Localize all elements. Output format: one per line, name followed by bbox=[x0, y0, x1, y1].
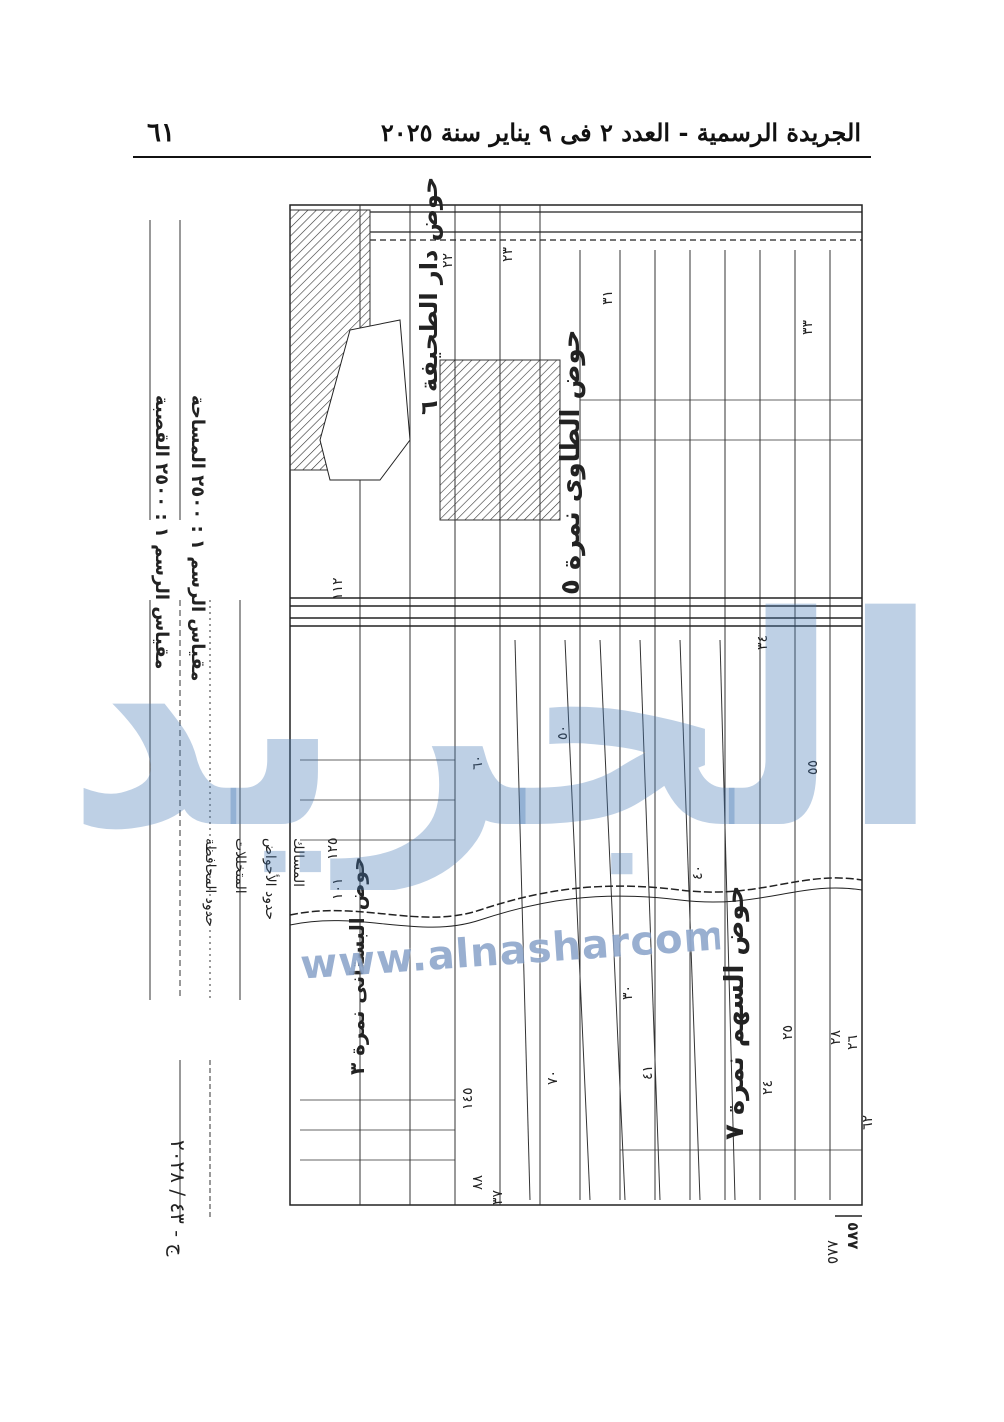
watermark-logo: الجريدة bbox=[70, 560, 940, 890]
hatched-block bbox=[439, 359, 561, 521]
code-885: ٨٨٥ bbox=[824, 1240, 842, 1265]
parcel-number: ٦٢ bbox=[860, 1114, 876, 1130]
parcel-number: ٢٦ bbox=[845, 1034, 861, 1050]
parcel-number: ٣١ bbox=[600, 289, 616, 305]
road-band bbox=[290, 597, 862, 627]
large-parcel bbox=[319, 319, 411, 481]
basin-label-7: حوض السهم نمرة ٧ bbox=[720, 885, 750, 1140]
subdivisions bbox=[300, 399, 862, 1161]
parcel-number: ١٤٥ bbox=[460, 1087, 476, 1110]
basin-label-6: حوض دار الطحيفة ٦ bbox=[415, 176, 443, 415]
parcel-number: ٢٣ bbox=[500, 246, 516, 262]
parcel-number: ٨٨ bbox=[470, 1174, 486, 1190]
page-number: ٦١ bbox=[147, 118, 175, 148]
basin-label-5: حوض الطاوى نمرة ٥ bbox=[556, 329, 586, 595]
parcel-number: ٧٠ bbox=[545, 1069, 561, 1085]
parcel-number: ٤١ bbox=[640, 1064, 656, 1080]
parcel-number: ٣٣ bbox=[800, 319, 816, 335]
parcel-number: ٢٢ bbox=[440, 252, 456, 268]
handwritten-note: ج - ٤٣ / ٢٠٢٨ bbox=[166, 1140, 190, 1257]
legend-lines bbox=[149, 220, 241, 1220]
parcel-number: ٢٥ bbox=[780, 1024, 796, 1040]
parcel-number: ٢٤ bbox=[760, 1079, 776, 1095]
parcel-number: ٣٠ bbox=[620, 984, 636, 1000]
gazette-title: الجريدة الرسمية - العدد ٢ فى ٩ يناير سنة… bbox=[380, 118, 861, 147]
map-frame bbox=[289, 204, 863, 1206]
parcel-number: ٣٧ bbox=[490, 1189, 506, 1205]
parcel-number: ٢٨ bbox=[828, 1029, 844, 1045]
mid-boundary bbox=[289, 877, 863, 918]
top-canal bbox=[370, 211, 862, 241]
code-577: ٥٧٧ bbox=[844, 1222, 862, 1250]
parcel-lines bbox=[359, 205, 831, 1205]
page-header: ٦١ الجريدة الرسمية - العدد ٢ فى ٩ يناير … bbox=[133, 112, 871, 158]
